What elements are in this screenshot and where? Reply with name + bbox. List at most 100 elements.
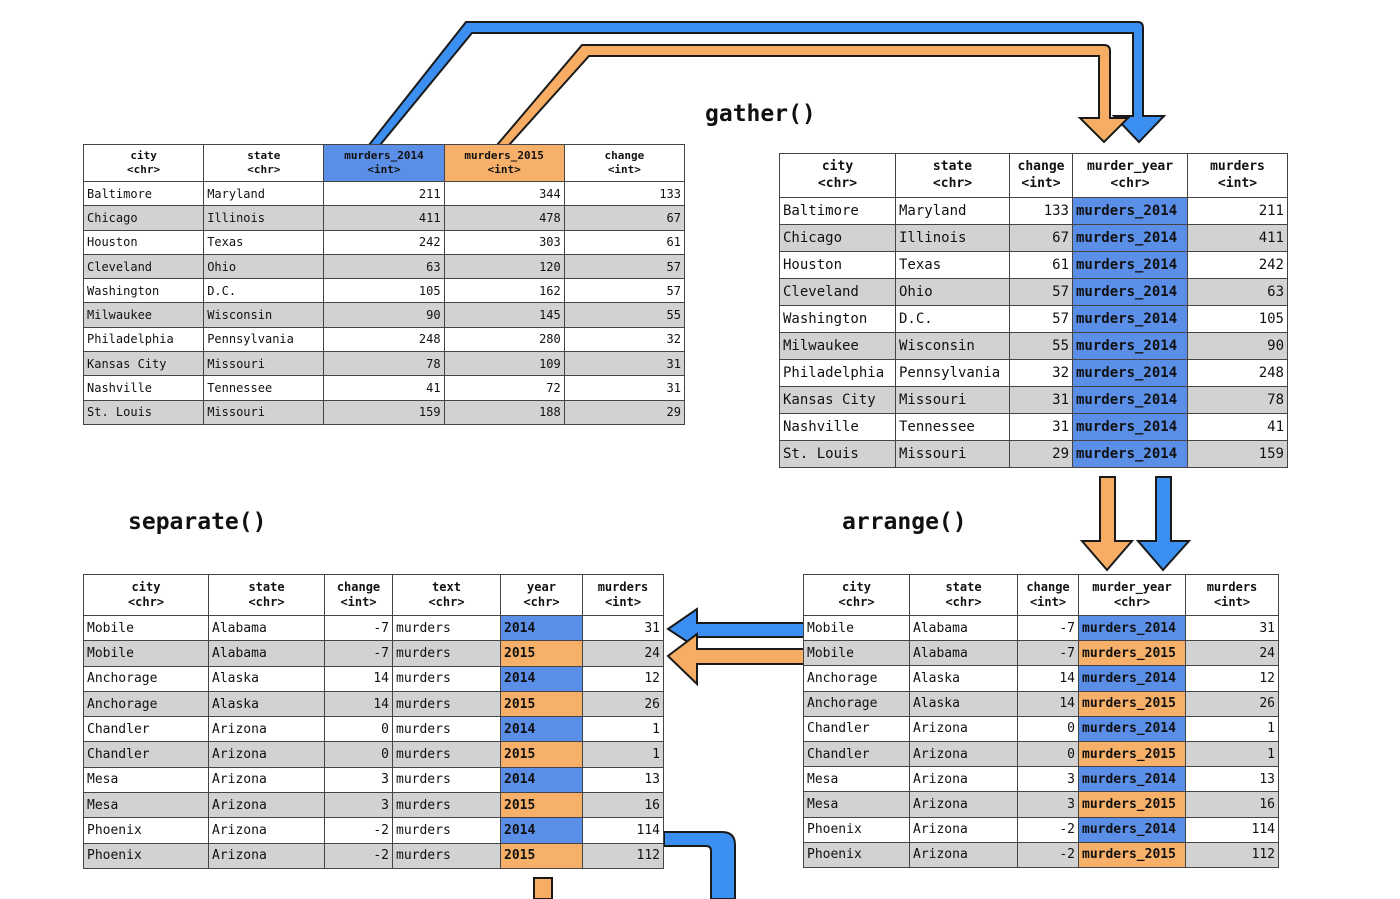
table-cell: -2 <box>324 842 393 869</box>
table-cell: 2014 <box>500 665 583 692</box>
continue-blue-arrow <box>663 831 736 899</box>
table-cell: 2015 <box>500 842 583 869</box>
table-cell: Chicago <box>779 224 896 252</box>
table-cell: -7 <box>1017 614 1079 642</box>
table-cell: 105 <box>323 278 445 304</box>
column-type: <chr> <box>1110 175 1150 191</box>
separate-label: separate() <box>128 509 267 535</box>
table-cell: -2 <box>1017 841 1079 868</box>
table-cell: Texas <box>203 229 325 255</box>
table-cell: 114 <box>582 817 664 844</box>
column-header: murder_year<chr> <box>1072 153 1188 198</box>
table-cell: 14 <box>1017 690 1079 717</box>
table-cell: 2014 <box>500 614 583 642</box>
table-cell: D.C. <box>203 278 325 304</box>
table-cell: 1 <box>1185 740 1279 768</box>
table-cell: murders_2014 <box>1072 278 1188 306</box>
table-cell: 32 <box>563 326 686 353</box>
table-cell: 31 <box>563 375 686 401</box>
separate-orange-arrow <box>666 631 805 687</box>
table-cell: 31 <box>1009 386 1073 414</box>
table-cell: Arizona <box>208 817 325 844</box>
table-cell: 0 <box>324 741 393 768</box>
table-cell: Phoenix <box>803 816 910 843</box>
table-cell: murders_2014 <box>1078 665 1186 692</box>
column-type: <int> <box>607 163 641 176</box>
column-name: text <box>432 580 461 594</box>
table-cell: 57 <box>1009 305 1073 333</box>
table-cell: Missouri <box>895 386 1010 414</box>
table-cell: Wisconsin <box>895 332 1010 360</box>
table-cell: murders_2015 <box>1078 791 1186 818</box>
table-cell: 3 <box>324 766 393 794</box>
table-cell: Arizona <box>909 791 1018 818</box>
table-cell: murders_2014 <box>1078 766 1186 793</box>
table-cell: St. Louis <box>779 440 896 468</box>
gathered-table: city<chr>state<chr>change<int>murder_yea… <box>779 153 1288 468</box>
table-cell: Arizona <box>208 741 325 768</box>
table-cell: murders <box>392 817 501 844</box>
table-cell: 344 <box>443 180 565 207</box>
column-name: city <box>842 580 871 594</box>
table-cell: murders <box>392 716 501 743</box>
table-cell: murders_2014 <box>1072 359 1188 387</box>
column-name: city <box>821 159 854 175</box>
arrange-orange-arrow <box>1079 476 1135 572</box>
table-cell: Arizona <box>909 715 1018 742</box>
table-cell: Arizona <box>909 816 1018 843</box>
column-type: <int> <box>1213 595 1251 609</box>
column-header: murders<int> <box>1187 153 1288 198</box>
column-name: state <box>248 580 285 594</box>
column-name: city <box>131 580 161 594</box>
column-type: <chr> <box>247 163 281 176</box>
table-cell: Milwaukee <box>779 332 896 360</box>
table-cell: Missouri <box>203 351 325 377</box>
table-cell: 1 <box>582 716 664 743</box>
column-type: <chr> <box>127 595 165 609</box>
separated-table: city<chr>state<chr>change<int>text<chr>y… <box>83 574 664 869</box>
arrange-blue-arrow <box>1135 476 1192 572</box>
column-name: murders <box>1210 159 1265 175</box>
table-cell: 2014 <box>500 766 583 794</box>
table-cell: 411 <box>323 205 445 231</box>
table-cell: 61 <box>1009 251 1073 279</box>
table-cell: Alabama <box>909 614 1018 642</box>
column-type: <int> <box>1029 595 1067 609</box>
table-cell: 478 <box>443 205 565 231</box>
table-cell: Alabama <box>909 640 1018 667</box>
header-row: city<chr>state<chr>change<int>text<chr>y… <box>83 574 664 616</box>
table-cell: 72 <box>443 375 565 401</box>
table-cell: Missouri <box>895 440 1010 468</box>
table-cell: 411 <box>1187 224 1288 252</box>
table-cell: murders_2014 <box>1072 440 1188 468</box>
table-cell: 14 <box>1017 665 1079 692</box>
table-cell: 2015 <box>500 741 583 768</box>
column-header: murders_2015<int> <box>443 144 565 182</box>
table-cell: murders <box>392 690 501 718</box>
table-cell: 13 <box>1185 766 1279 793</box>
column-header: city<chr> <box>803 574 910 616</box>
table-cell: murders_2014 <box>1072 386 1188 414</box>
table-cell: Arizona <box>208 716 325 743</box>
table-cell: Arizona <box>909 841 1018 868</box>
column-type: <int> <box>367 163 401 176</box>
column-name: murder_year <box>1092 580 1172 594</box>
table-cell: 32 <box>1009 359 1073 387</box>
column-header: state<chr> <box>895 153 1010 198</box>
column-type: <int> <box>487 163 521 176</box>
table-cell: murders_2014 <box>1072 251 1188 279</box>
table-cell: murders_2015 <box>1078 841 1186 868</box>
table-cell: Mobile <box>803 614 910 642</box>
